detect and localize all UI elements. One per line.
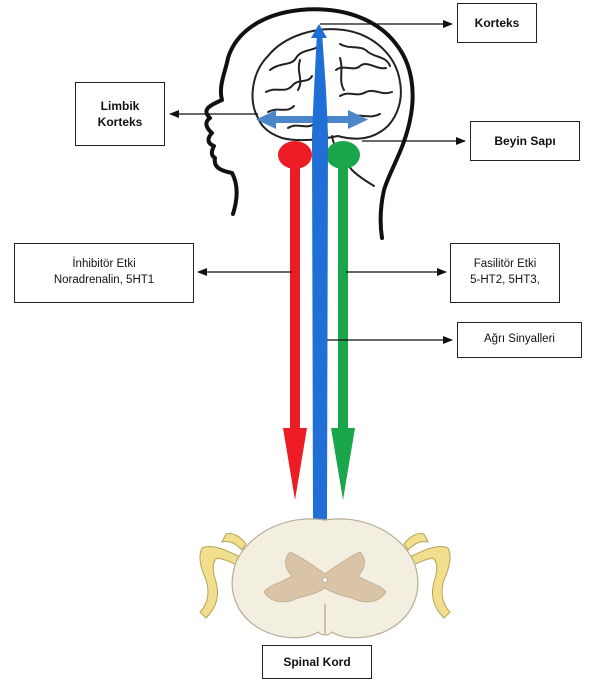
limbik-label-line1: Limbik (101, 98, 140, 114)
inhibitor-etki-label-box: İnhibitör Etki Noradrenalin, 5HT1 (14, 243, 194, 303)
fasilitor-label-line1: Fasilitör Etki (474, 257, 537, 273)
agri-sinyalleri-label-box: Ağrı Sinyalleri (457, 322, 582, 358)
limbik-korteks-label-box: Limbik Korteks (75, 82, 165, 146)
brain-gyrus (340, 58, 344, 90)
brain-gyrus (266, 76, 312, 92)
korteks-label: Korteks (475, 15, 520, 31)
brain-gyrus (288, 124, 314, 128)
central-canal (323, 578, 328, 583)
pain-signal-pathway-arrow (311, 24, 328, 520)
beyin-sapi-label-box: Beyin Sapı (470, 121, 580, 161)
brain-gyrus (298, 60, 300, 90)
inhibitor-label-line2: Noradrenalin, 5HT1 (54, 273, 154, 289)
head-silhouette (206, 9, 412, 238)
agri-label: Ağrı Sinyalleri (484, 332, 555, 348)
brain-gyrus (336, 64, 386, 70)
fasilitor-etki-label-box: Fasilitör Etki 5-HT2, 5HT3, (450, 243, 560, 303)
brain-gyrus (270, 44, 320, 70)
limbik-label-line2: Korteks (98, 114, 143, 130)
korteks-label-box: Korteks (457, 3, 537, 43)
fasilitor-label-line2: 5-HT2, 5HT3, (470, 273, 540, 289)
spinal-cord-cross-section (200, 519, 450, 638)
spinal-kord-label-box: Spinal Kord (262, 645, 372, 679)
inhibitory-pathway-arrow (278, 141, 312, 500)
brain-gyrus (268, 106, 294, 112)
inhibitor-label-line1: İnhibitör Etki (72, 257, 135, 273)
facilitatory-pathway-arrow (326, 141, 360, 500)
beyin-sapi-label: Beyin Sapı (494, 133, 555, 149)
spinal-kord-label: Spinal Kord (283, 654, 350, 670)
brain-gyrus (340, 91, 392, 96)
